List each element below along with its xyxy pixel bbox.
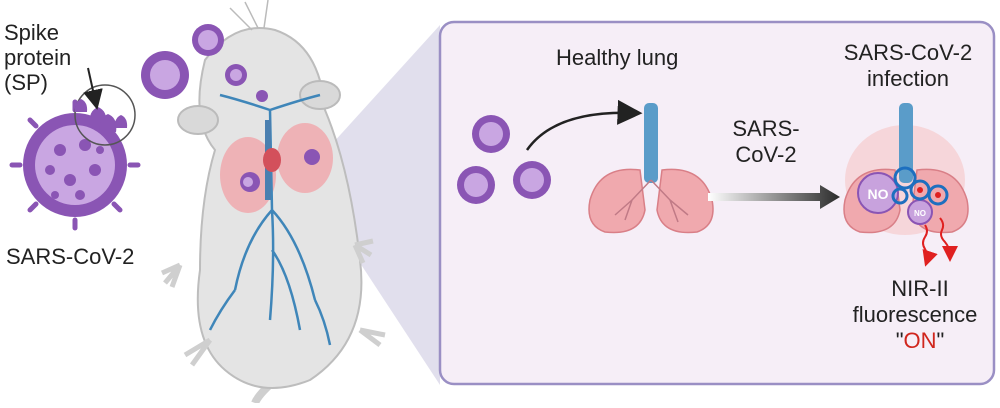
zoom-projection [322, 25, 440, 385]
no-label-large: NO [868, 186, 889, 202]
infection-label-line2: infection [867, 66, 949, 91]
spike-label-line3: (SP) [4, 70, 48, 95]
mouse-illustration [160, 0, 386, 405]
infection-label-line1: SARS-CoV-2 [843, 40, 973, 65]
spike-label-line2: protein [4, 45, 72, 70]
arrow-label-line1: SARS- [732, 116, 800, 141]
fluorescence-signal-2 [939, 217, 958, 262]
on-label: "ON" [850, 328, 990, 353]
mouse-body [196, 27, 363, 389]
on-word: ON [903, 328, 937, 353]
healthy-lung-illustration [588, 103, 714, 234]
spike-zoom-circle [74, 84, 136, 146]
spike-label-line1: Spike [4, 20, 60, 45]
on-quote-close: " [936, 328, 945, 353]
nir-label-line1: NIR-II [891, 276, 949, 301]
fluorescence-signal-1 [922, 224, 938, 267]
healthy-lung-label: Healthy lung [556, 45, 679, 70]
no-label-small: NO [914, 209, 926, 218]
virus-name-label: SARS-CoV-2 [6, 244, 135, 269]
blood-vessels [208, 93, 332, 346]
curved-arrow [525, 99, 643, 151]
nir-label-line2: fluorescence [852, 302, 978, 327]
no-probe-large [857, 172, 899, 214]
zoom-panel [438, 20, 996, 386]
panel-viruses [457, 115, 551, 204]
on-quote-open: " [895, 328, 904, 353]
arrow-label-line2: CoV-2 [735, 142, 797, 167]
viruses-near-mouse [141, 24, 320, 192]
infection-arrow [708, 185, 840, 209]
sars-cov-2-virion [9, 99, 141, 231]
infected-lung-illustration [843, 103, 969, 267]
